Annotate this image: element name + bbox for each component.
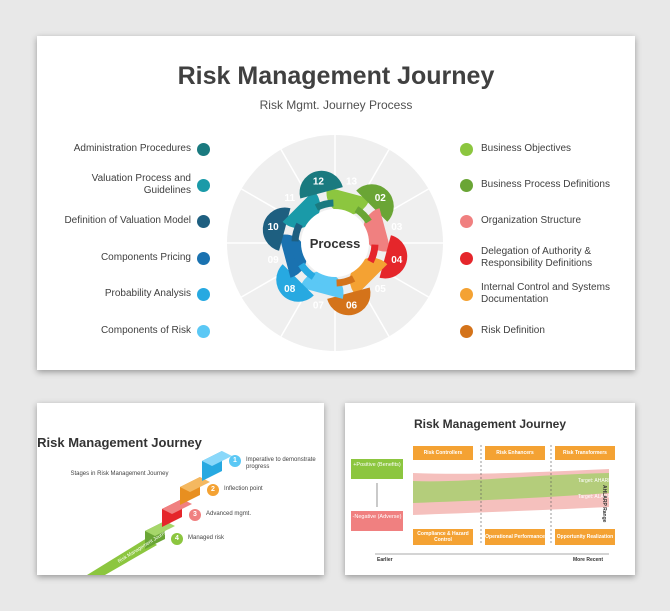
bottom-category-box: Operational Performance [485,529,545,545]
left-item-dot [197,288,210,301]
stair-ramp [87,538,157,575]
left-item-label: Valuation Process and Guidelines [91,173,191,196]
slide-subtitle: Risk Mgmt. Journey Process [259,98,413,112]
wheel-ring-arc [336,199,356,211]
wheel-segment-number: 07 [313,300,325,311]
wheel-segment-number: 08 [284,284,296,295]
stair-label: Risk Management Journey [117,528,171,565]
wheel-segment-number: 13 [346,177,358,188]
wheel-segment [327,287,371,316]
left-item-label: Components Pricing [100,252,191,263]
side-label: AHLARP Range [601,485,607,523]
thumb3-title: Risk Management Journey [413,417,567,431]
wheel-segment-number: 09 [268,255,280,266]
wheel-segment [349,257,388,296]
left-item-dot [197,179,210,192]
wheel-ring-arc [291,222,303,242]
left-item-dot [197,325,210,338]
right-item-label: Internal Control and Systems Documentati… [481,282,610,305]
step-label: Advanced mgmt. [206,511,252,517]
wheel-ring-arc [298,262,316,280]
wheel-segment-number: 06 [346,300,358,311]
step-label: Inflection point [224,486,263,492]
axis-right-label: More Recent [573,557,604,563]
top-category-box: Risk Controllers [413,446,473,460]
stair-4-top [145,521,175,536]
left-item-dot [197,252,210,265]
wheel-segment [379,235,408,279]
target-high-label: Target: AHARP [578,478,612,484]
right-item-label: Business Process Definitions [481,179,610,190]
thumb2-subtitle: Stages in Risk Management Journey [70,471,169,477]
right-item-label: Organization Structure [481,215,582,226]
wheel-segment [276,264,314,302]
target-low-label: Target: ALARP [578,494,611,500]
thumbnail-stairs[interactable]: Risk Management Journey Stages in Risk M… [37,403,324,575]
step-label: Imperative to demonstrate progress [246,457,316,470]
right-item-dot [460,215,473,228]
step-number-badge: 4 [171,533,183,545]
wheel-ring-arc [367,222,379,242]
right-item-label: Business Objectives [481,143,572,154]
thumbnail-range[interactable]: Risk Management Journey +Positive (Benef… [345,403,635,575]
center-label: Process [310,236,361,251]
left-item-label: Components of Risk [100,325,191,336]
step-number-badge: 3 [189,509,201,521]
thumb2-title: Risk Management Journey [37,435,202,450]
wheel-segment [356,184,394,222]
right-item-dot [460,252,473,265]
right-item-label: Delegation of Authority & Responsibility… [481,246,593,269]
process-wheel: 13 02 03 04 05 06 07 08 09 10 11 12 Process [227,135,443,351]
wheel-segment-number: 03 [391,222,403,233]
wheel-segment-number: 04 [391,255,403,266]
right-item-dot [460,325,473,338]
bottom-category-box: Opportunity Realization [555,529,615,545]
range-chart [375,445,609,555]
left-item-label: Administration Procedures [73,143,191,154]
wheel-segment [262,207,291,251]
wheel-segment [299,170,343,199]
right-item-dot [460,288,473,301]
wheel-ring-arc [291,244,303,264]
wheel-segment-number: 05 [375,284,387,295]
wheel-ring-arc [314,275,334,287]
left-item-dot [197,215,210,228]
wheel-ring-arc [314,199,334,211]
negative-box: -Negative (Adverse) [351,511,403,531]
wheel-ring-arc [298,206,316,224]
right-item-label: Risk Definition [481,325,545,336]
slide-title: Risk Management Journey [177,62,495,90]
top-category-box: Risk Enhancers [485,446,545,460]
stair-1-top [202,451,232,466]
right-item-dot [460,143,473,156]
main-slide[interactable]: Risk Management Journey Risk Mgmt. Journ… [37,36,635,370]
wheel-segment-number: 02 [375,193,387,204]
wheel-segment [282,190,321,229]
stairs-graphic: Risk Management Journey [87,451,232,575]
left-item-dot [197,143,210,156]
wheel-segment-number: 12 [313,177,325,188]
step-number-badge: 1 [229,455,241,467]
left-item-label: Definition of Valuation Model [64,215,191,226]
bottom-category-box: Compliance & Hazard Control [413,529,473,545]
wheel-ring-arc [354,206,372,224]
wheel-segment-number: 11 [284,193,295,204]
step-number-badge: 2 [207,484,219,496]
wheel-ring-arc [354,262,372,280]
wheel-segment-number: 10 [268,222,280,233]
wheel-hub [301,209,369,277]
top-category-box: Risk Transformers [555,446,615,460]
axis-left-label: Earlier [377,557,393,563]
positive-box: +Positive (Benefits) [351,459,403,479]
step-label: Managed risk [188,535,225,541]
left-item-label: Probability Analysis [104,288,191,299]
wheel-ring-arc [336,275,356,287]
range-band-inner [413,473,609,503]
right-item-dot [460,179,473,192]
wheel-ring-arc [367,244,379,264]
